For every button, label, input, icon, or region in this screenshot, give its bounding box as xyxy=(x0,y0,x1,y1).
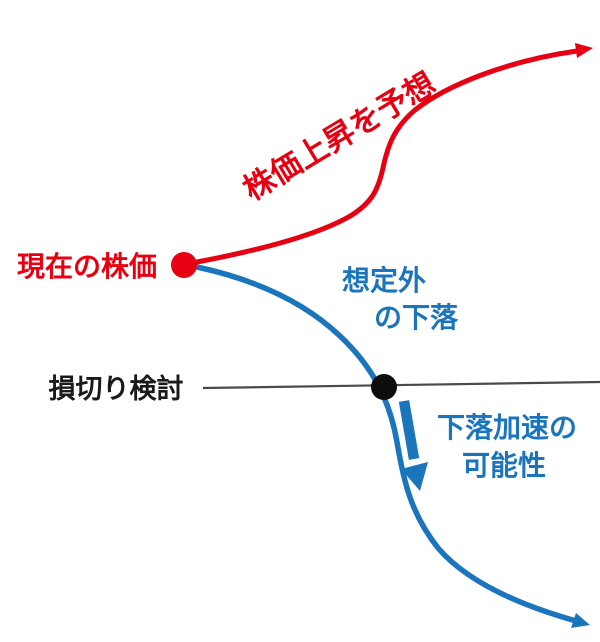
drop-accel-label-line1: 下落加速の xyxy=(437,411,577,444)
price-rise-curve xyxy=(194,48,580,265)
current-price-label: 現在の株価 xyxy=(17,250,157,283)
acceleration-arrowhead-icon xyxy=(401,462,428,491)
stop-loss-label: 損切り検討 xyxy=(49,373,184,405)
unexpected-drop-label-line2: の下落 xyxy=(374,301,459,334)
rise-arrowhead-icon xyxy=(575,43,593,58)
rise-forecast-label: 株価上昇を予想 xyxy=(237,66,442,209)
acceleration-arrow-shaft xyxy=(398,400,420,460)
drop-accel-label-line2: 可能性 xyxy=(462,449,546,482)
current-price-dot xyxy=(171,252,197,278)
price-fall-curve xyxy=(194,264,579,624)
stop-loss-dot xyxy=(371,374,397,400)
fall-arrowhead-icon xyxy=(571,613,590,628)
unexpected-drop-label-line1: 想定外 xyxy=(342,264,426,297)
stop-loss-level-line xyxy=(202,380,600,390)
